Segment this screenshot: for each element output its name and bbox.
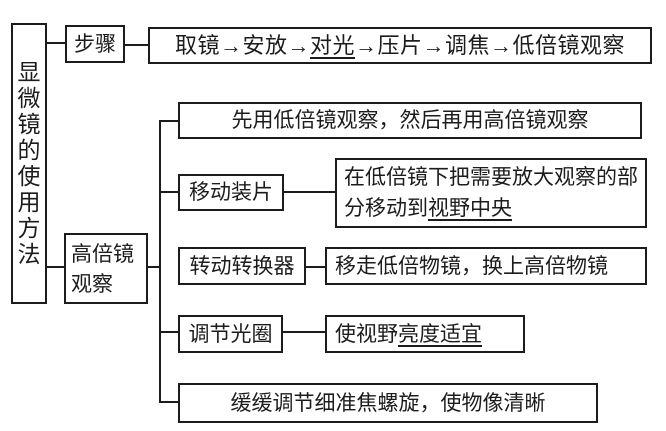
rotate-nosepiece-node: 转动转换器: [178, 247, 306, 285]
move-slide-detail-node: 在低倍镜下把需要放大观察的部分移动到视野中央: [335, 158, 647, 228]
connector-diaphragm-to-detail: [283, 331, 325, 333]
steps-chain-node: 取镜→安放→对光→压片→调焦→低倍镜观察: [148, 27, 652, 64]
connector-spine-to-branch5: [159, 401, 178, 403]
move-slide-label: 移动装片: [189, 180, 273, 205]
connector-move-slide-to-detail: [284, 191, 335, 193]
connector-root-to-steps: [47, 42, 65, 44]
move-slide-node: 移动装片: [178, 174, 284, 211]
connector-spine-to-branch4: [159, 331, 178, 333]
steps-label: 步骤: [74, 31, 116, 56]
steps-node: 步骤: [65, 25, 125, 63]
fine-focus-node: 缓缓调节细准焦螺旋，使物像清晰: [178, 383, 598, 423]
high-power-node: 高倍镜观察: [64, 233, 148, 304]
connector-spine-to-branch2: [159, 191, 178, 193]
connector-nosepiece-to-detail: [306, 266, 325, 268]
connector-steps-to-chain: [125, 44, 148, 46]
branch-low-power-first-node: 先用低倍镜观察，然后再用高倍镜观察: [178, 102, 642, 139]
root-node: 显微镜的使用方法: [11, 23, 47, 304]
rotate-nosepiece-detail-node: 移走低倍物镜，换上高倍物镜: [325, 247, 647, 285]
adjust-diaphragm-label: 调节光圈: [188, 321, 273, 346]
connector-spine-to-branch1: [159, 120, 178, 122]
connector-high-power-to-spine: [148, 266, 159, 268]
connector-root-to-high-power: [47, 266, 64, 268]
root-label: 显微镜的使用方法: [17, 59, 41, 267]
high-power-label: 高倍镜观察: [71, 241, 134, 296]
adjust-diaphragm-detail-node: 使视野亮度适宜: [325, 315, 525, 353]
spine-line: [159, 120, 161, 403]
adjust-diaphragm-node: 调节光圈: [178, 315, 283, 353]
rotate-nosepiece-label: 转动转换器: [189, 253, 295, 278]
